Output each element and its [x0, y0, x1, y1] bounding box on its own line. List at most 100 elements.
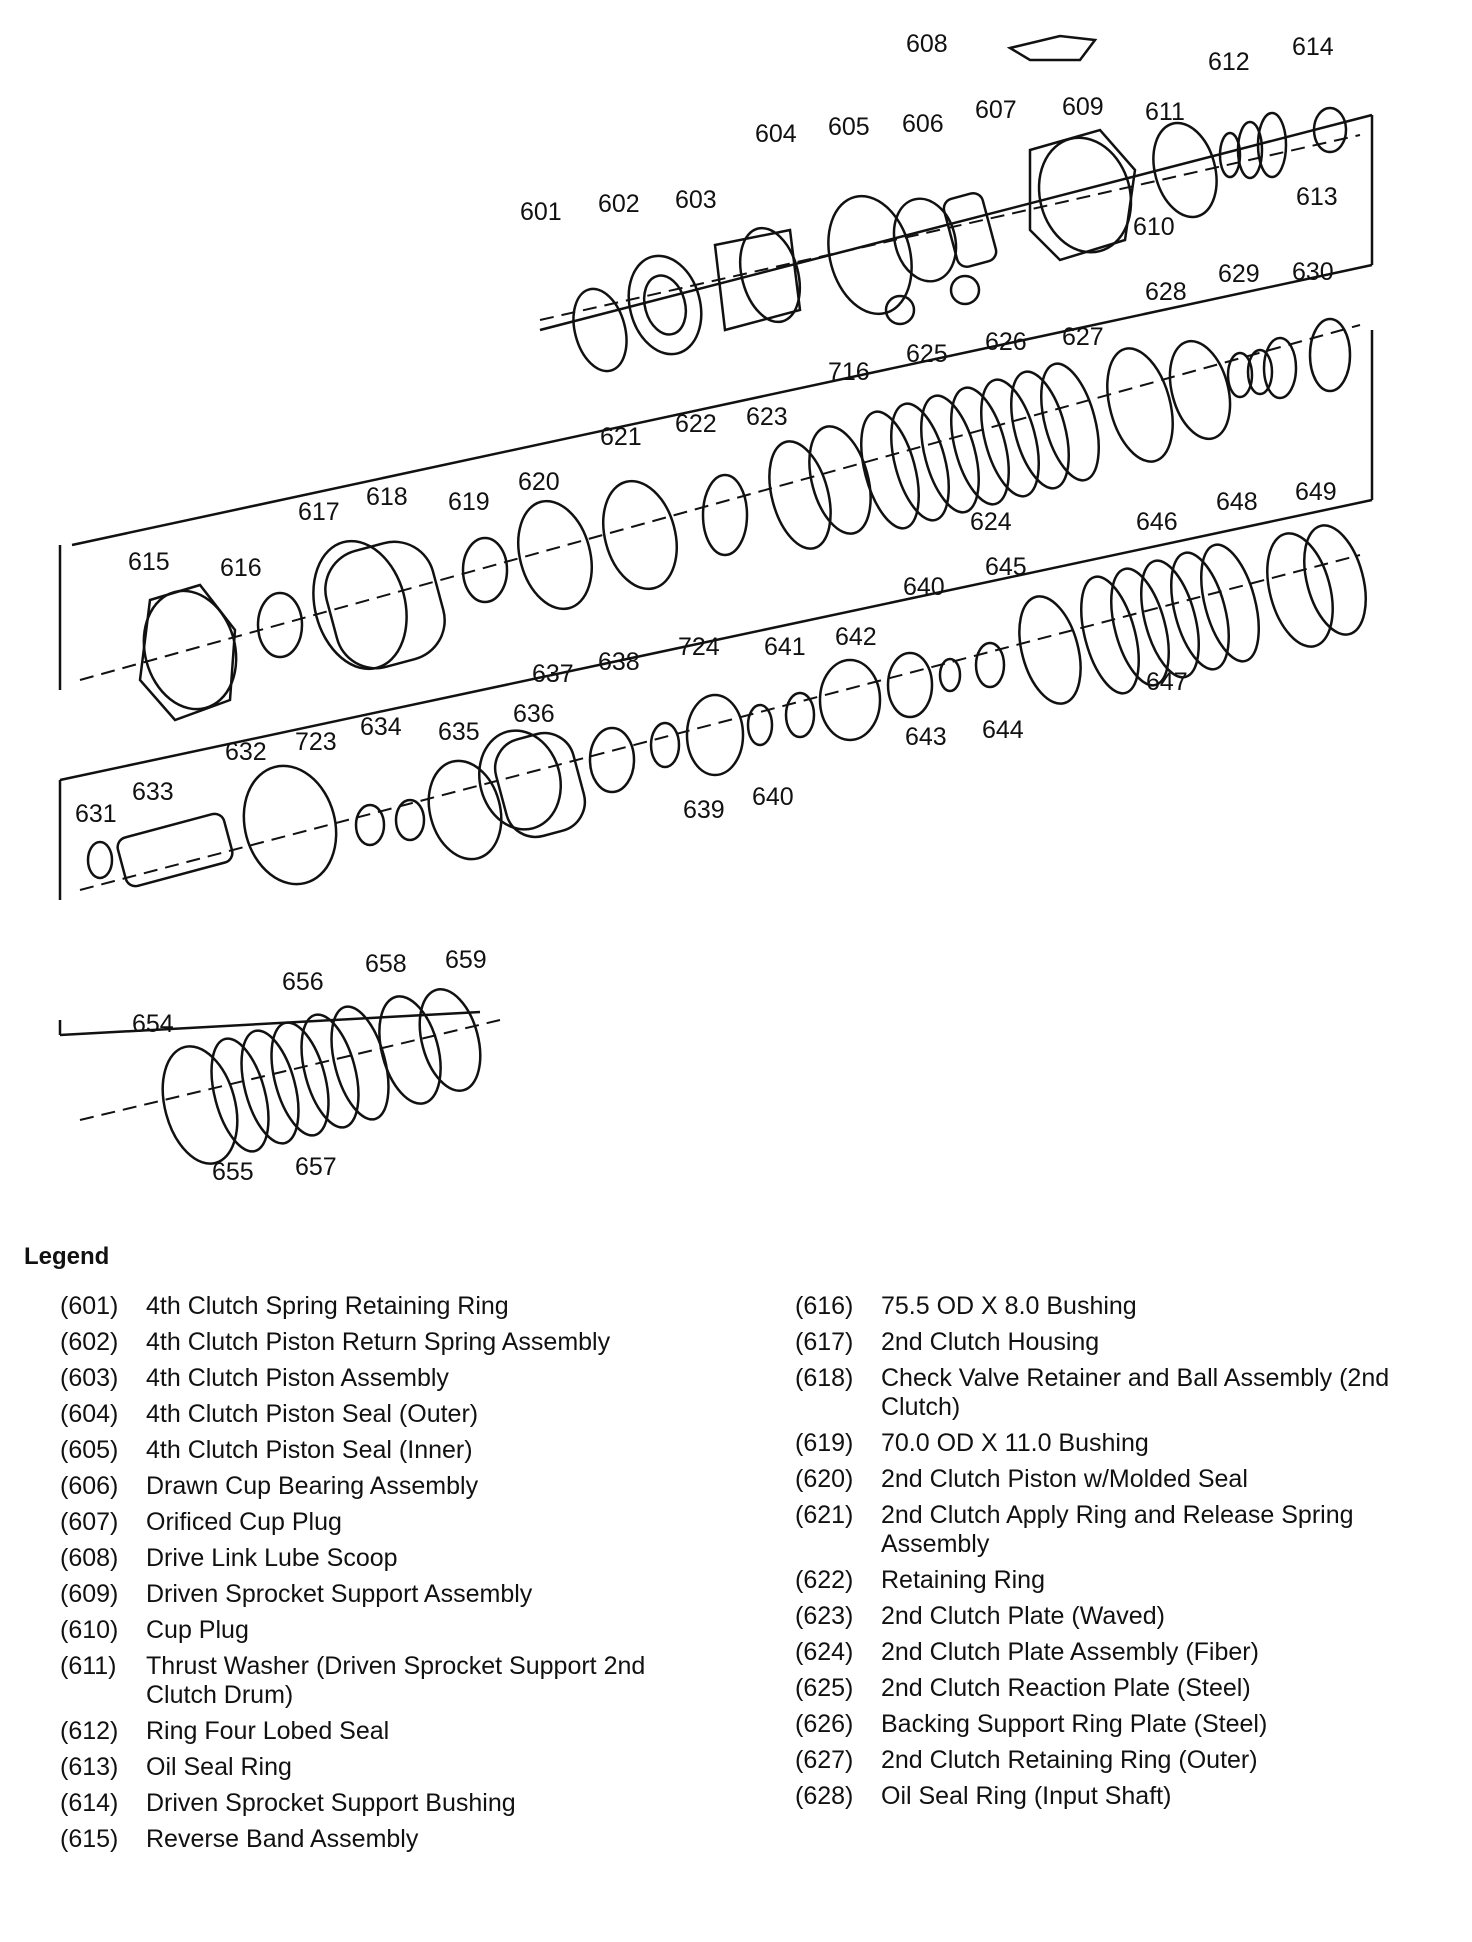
exploded-parts-diagram: 601 602 603 604 605 606 607 608 609 610 … — [58, 30, 1374, 1186]
callout-629: 629 — [1218, 260, 1260, 288]
legend-item-number: (628) — [795, 1782, 854, 1810]
legend-item-number: (614) — [60, 1789, 119, 1817]
callout-644: 644 — [982, 716, 1024, 744]
callout-621: 621 — [600, 423, 642, 451]
legend-item-description: Retaining Ring — [881, 1566, 1045, 1594]
legend-item-number: (616) — [795, 1292, 854, 1320]
callout-656: 656 — [282, 968, 324, 996]
callout-624: 624 — [970, 508, 1012, 536]
legend-item-description: 4th Clutch Piston Return Spring Assembly — [146, 1328, 611, 1356]
callout-643: 643 — [905, 723, 947, 751]
legend-item: (603) 4th Clutch Piston Assembly — [60, 1364, 700, 1393]
legend-item: (605) 4th Clutch Piston Seal (Inner) — [60, 1436, 700, 1465]
legend-item-description: 4th Clutch Piston Seal (Outer) — [146, 1400, 479, 1428]
callout-638: 638 — [598, 648, 640, 676]
callout-618: 618 — [366, 483, 408, 511]
legend-item: (627) 2nd Clutch Retaining Ring (Outer) — [795, 1746, 1455, 1775]
legend-item-number: (617) — [795, 1328, 854, 1356]
callout-611: 611 — [1145, 98, 1185, 126]
callout-633: 633 — [132, 778, 174, 806]
callout-636: 636 — [513, 700, 555, 728]
callout-640b: 640 — [903, 573, 945, 601]
callout-628: 628 — [1145, 278, 1187, 306]
callout-632: 632 — [225, 738, 267, 766]
legend-item-number: (607) — [60, 1508, 119, 1536]
callout-631: 631 — [75, 800, 117, 828]
legend-item-description: 4th Clutch Piston Assembly — [146, 1364, 449, 1392]
callout-609: 609 — [1062, 93, 1104, 121]
legend-item: (622)Retaining Ring — [795, 1566, 1455, 1595]
legend-item: (606)Drawn Cup Bearing Assembly — [60, 1472, 700, 1501]
legend-item-number: (613) — [60, 1753, 119, 1781]
legend-item-number: (603) — [60, 1364, 119, 1392]
callout-716: 716 — [828, 358, 870, 386]
callout-723: 723 — [295, 728, 337, 756]
callout-601: 601 — [520, 198, 562, 226]
callout-627: 627 — [1062, 323, 1104, 351]
legend-item-number: (609) — [60, 1580, 119, 1608]
callout-625: 625 — [906, 340, 948, 368]
legend-item-number: (606) — [60, 1472, 119, 1500]
legend-item: (620) 2nd Clutch Piston w/Molded Seal — [795, 1465, 1455, 1494]
legend-item: (612)Ring Four Lobed Seal — [60, 1717, 700, 1746]
callout-617: 617 — [298, 498, 340, 526]
callout-649: 649 — [1295, 478, 1337, 506]
legend-item-description: Cup Plug — [146, 1616, 249, 1644]
legend-item-description: 2nd Clutch Plate (Waved) — [881, 1602, 1165, 1630]
callout-602: 602 — [598, 190, 640, 218]
legend-item: (607) Orificed Cup Plug — [60, 1508, 700, 1537]
legend-item: (611)Thrust Washer (Driven Sprocket Supp… — [60, 1652, 700, 1710]
callout-657: 657 — [295, 1153, 337, 1181]
legend-item-description: 4th Clutch Piston Seal (Inner) — [146, 1436, 473, 1464]
legend-item-description: Driven Sprocket Support Bushing — [146, 1789, 516, 1817]
callout-647: 647 — [1146, 668, 1188, 696]
legend-item-description: Backing Support Ring Plate (Steel) — [881, 1710, 1268, 1738]
callout-603: 603 — [675, 186, 717, 214]
legend-item-description: 2nd Clutch Housing — [881, 1328, 1100, 1356]
callout-608: 608 — [906, 30, 948, 58]
callout-613: 613 — [1296, 183, 1338, 211]
callout-642: 642 — [835, 623, 877, 651]
legend-item-number: (605) — [60, 1436, 119, 1464]
legend-item: (615)Reverse Band Assembly — [60, 1825, 700, 1854]
legend-item-number: (619) — [795, 1429, 854, 1457]
legend-item: (616)75.5 OD X 8.0 Bushing — [795, 1292, 1455, 1321]
legend-item-number: (611) — [60, 1652, 117, 1680]
legend-item-description: Check Valve Retainer and Ball Assembly (… — [881, 1364, 1390, 1421]
legend-item: (621)2nd Clutch Apply Ring and Release S… — [795, 1501, 1455, 1559]
callout-641: 641 — [764, 633, 806, 661]
legend-item-number: (618) — [795, 1364, 854, 1392]
legend-item: (619) 70.0 OD X 11.0 Bushing — [795, 1429, 1455, 1458]
callout-612: 612 — [1208, 48, 1250, 76]
callout-616: 616 — [220, 554, 262, 582]
legend-item-description: 4th Clutch Spring Retaining Ring — [146, 1292, 509, 1320]
legend-item: (613)Oil Seal Ring — [60, 1753, 700, 1782]
callout-639: 639 — [683, 796, 725, 824]
legend-item-number: (626) — [795, 1710, 854, 1738]
callout-623: 623 — [746, 403, 788, 431]
callout-610: 610 — [1133, 213, 1175, 241]
legend-item-number: (627) — [795, 1746, 854, 1774]
callout-637: 637 — [532, 660, 574, 688]
legend-item-description: 70.0 OD X 11.0 Bushing — [881, 1429, 1149, 1457]
legend-item: (610)Cup Plug — [60, 1616, 700, 1645]
callout-659: 659 — [445, 946, 487, 974]
legend-item-number: (620) — [795, 1465, 854, 1493]
legend-item: (625)2nd Clutch Reaction Plate (Steel) — [795, 1674, 1455, 1703]
legend-item-description: Oil Seal Ring (Input Shaft) — [881, 1782, 1172, 1810]
legend-item-description: 2nd Clutch Piston w/Molded Seal — [881, 1465, 1248, 1493]
legend-item-number: (625) — [795, 1674, 854, 1702]
callout-605: 605 — [828, 113, 870, 141]
legend-item: (604)4th Clutch Piston Seal (Outer) — [60, 1400, 700, 1429]
callout-630: 630 — [1292, 258, 1334, 286]
legend-item-description: Orificed Cup Plug — [146, 1508, 342, 1536]
legend-item: (614) Driven Sprocket Support Bushing — [60, 1789, 700, 1818]
callout-654: 654 — [132, 1010, 174, 1038]
legend-item-number: (615) — [60, 1825, 119, 1853]
legend-item-description: 2nd Clutch Retaining Ring (Outer) — [881, 1746, 1258, 1774]
legend-item: (601) 4th Clutch Spring Retaining Ring — [60, 1292, 700, 1321]
legend-item-description: 2nd Clutch Plate Assembly (Fiber) — [881, 1638, 1259, 1666]
legend-item-number: (624) — [795, 1638, 854, 1666]
legend-item: (624) 2nd Clutch Plate Assembly (Fiber) — [795, 1638, 1455, 1667]
legend-item-number: (601) — [60, 1292, 119, 1320]
